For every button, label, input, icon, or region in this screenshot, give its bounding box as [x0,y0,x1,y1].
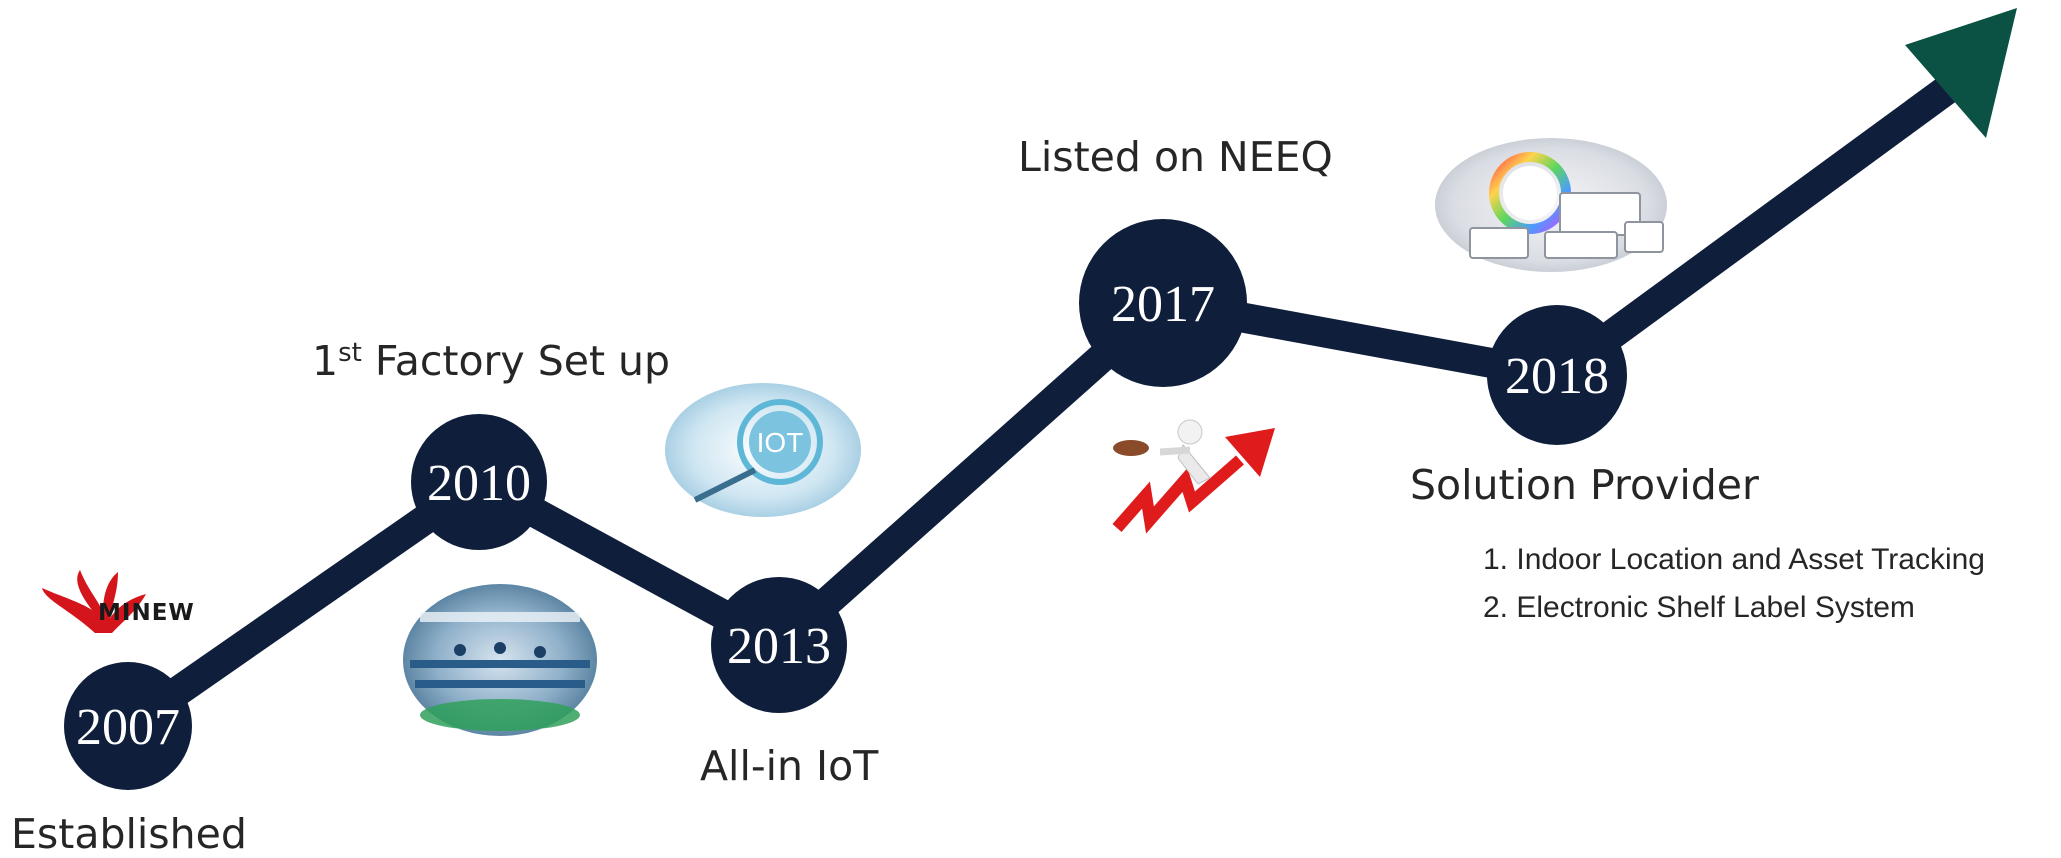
label-factory-text: Factory Set up [374,337,671,385]
year-label: 2010 [427,455,531,512]
year-node-circle [411,414,547,550]
year-node-2007: 2007 [64,662,192,790]
label-factory-ordinal: 1 [312,337,339,385]
logo-text: MINEW [98,600,195,626]
label-solution-provider: Solution Provider [1410,461,1759,509]
arrow-head [1905,8,2017,138]
year-node-2013: 2013 [711,577,847,713]
label-listed-on-neeq: Listed on NEEQ [1018,133,1333,181]
year-node-circle [1079,219,1247,387]
label-established: Established [11,810,247,858]
factory-photo [403,584,597,736]
year-label: 2018 [1505,348,1609,405]
label-factory-ordinal-suffix: st [338,338,362,368]
label-all-in-iot: All-in IoT [700,742,879,790]
solution-item: 1. Indoor Location and Asset Tracking [1483,543,1985,576]
year-label: 2017 [1111,276,1215,333]
growth-figure [1112,419,1275,534]
year-node-circle [1487,305,1627,445]
year-node-circle [711,577,847,713]
esl-products-image [1435,138,1667,272]
year-label: 2013 [727,618,831,675]
year-node-2017: 2017 [1079,219,1247,387]
solution-list: 1. Indoor Location and Asset Tracking 2.… [1483,536,1985,632]
year-node-2010: 2010 [411,414,547,550]
iot-illustration: IOT [665,383,861,517]
label-factory-set-up: 1st Factory Set up [312,340,670,382]
year-node-2018: 2018 [1487,305,1627,445]
year-label: 2007 [76,699,180,756]
year-node-circle [64,662,192,790]
iot-badge-text: IOT [757,427,804,458]
minew-logo-mark [42,570,146,633]
timeline-path [119,67,1969,739]
year-nodes: 2007 2010 2013 2017 2018 [64,219,1627,790]
solution-item: 2. Electronic Shelf Label System [1483,591,1915,624]
minew-logo: MINEW [36,568,206,638]
